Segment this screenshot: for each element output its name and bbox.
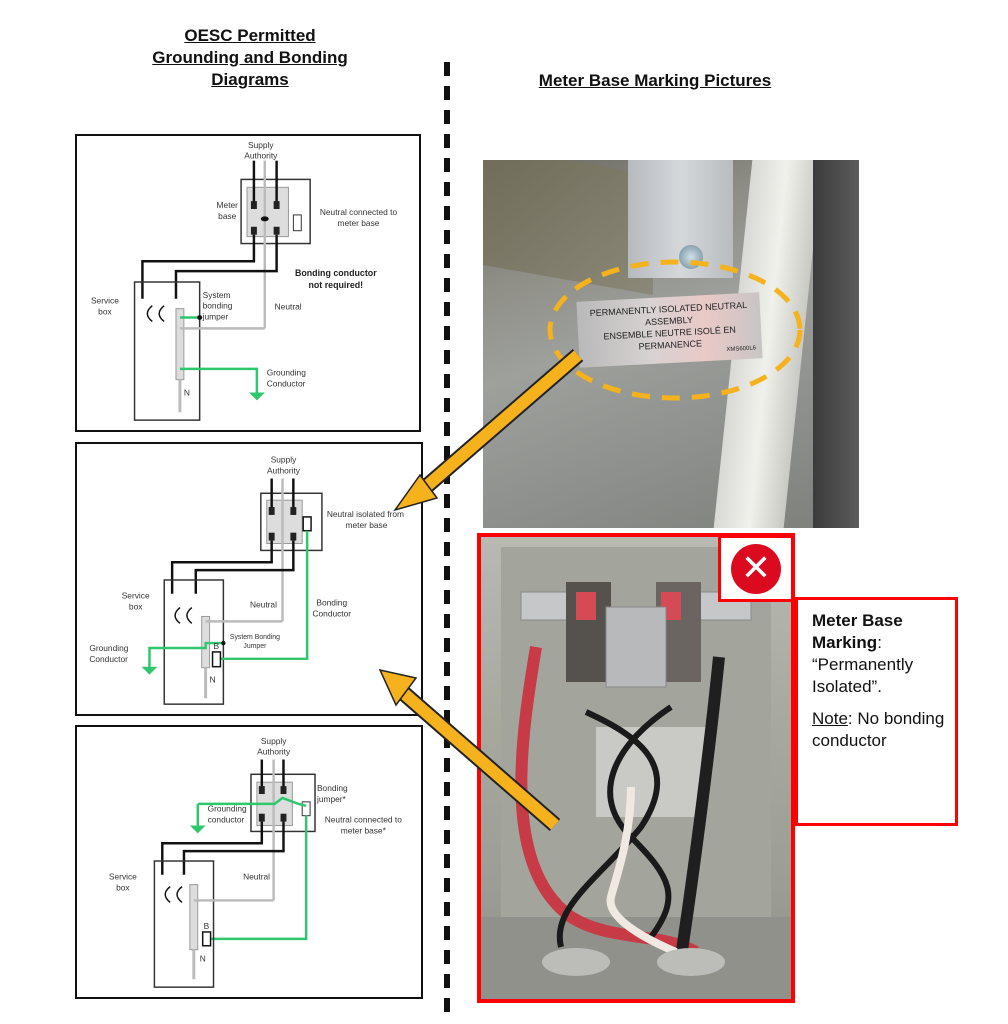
diagram-2-drawing: Supply Authority Neutral isolated from m… [89, 455, 404, 705]
callout-title-bold: Meter Base Marking [812, 611, 903, 652]
n-label: N [210, 674, 216, 684]
left-title-line-1: OESC Permitted [184, 26, 316, 45]
neutral-label: Neutral [275, 302, 302, 312]
meter-label: Meter [217, 200, 239, 210]
b-label: B [214, 641, 220, 651]
base-label: base [218, 211, 237, 221]
black-conductor [675, 656, 725, 958]
callout-title-suffix: : [877, 633, 882, 652]
authority-label: Authority [244, 151, 278, 161]
supply-label: Supply [248, 140, 274, 150]
callout-note-text: : No bonding conductor [812, 709, 945, 750]
diagram-3-drawing: Supply Authority Bonding jumper* Groundi… [109, 736, 402, 988]
grounding-label-1: Grounding [267, 368, 306, 378]
neutral-connected-label: Neutral connected to [325, 815, 402, 825]
callout-quote: “Permanently Isolated”. [812, 655, 914, 696]
left-title-line-3: Diagrams [211, 70, 289, 89]
bonding-jumper-label-1: Bonding [317, 783, 348, 793]
meter-base-label: meter base [346, 520, 388, 530]
ground-symbol-icon [189, 825, 206, 834]
callout-title: Meter Base Marking: [812, 610, 945, 654]
plate-code: XMS600L6 [726, 345, 757, 354]
grounding-label-2: Conductor [89, 654, 128, 664]
diagram-bonding-jumper: Supply Authority Bonding jumper* Groundi… [75, 725, 423, 999]
callout-note: Note: No bonding conductor [812, 708, 945, 752]
sbj-label-1: System Bonding [230, 634, 280, 641]
meter-base-label: meter base* [341, 825, 387, 835]
service-label: Service [109, 872, 137, 882]
b-label: B [204, 921, 210, 931]
x-circle-icon: ✕ [731, 544, 781, 594]
bonding-jumper-label-2: jumper* [316, 794, 347, 804]
photo-dark-edge [813, 160, 859, 528]
grounding-conductor [179, 367, 259, 395]
column-divider [444, 62, 450, 1022]
callout-note-label: Note [812, 709, 848, 728]
wiring-photo-drawing [481, 547, 791, 999]
bonding-jumper [197, 796, 307, 808]
supply-label: Supply [271, 455, 297, 465]
box-label: box [129, 602, 143, 612]
n-label: N [200, 954, 206, 964]
screw-icon [679, 245, 703, 269]
bonding-note-line2: not required! [308, 280, 363, 290]
ground-symbol-icon [248, 392, 265, 401]
meter-base-label-photo: PERMANENTLY ISOLATED NEUTRAL ASSEMBLY EN… [483, 160, 859, 528]
grounding-label-1: Grounding [208, 804, 247, 814]
meter-base-wiring-photo [477, 533, 795, 1003]
neutral-label: Neutral [250, 600, 277, 610]
diagram-neutral-isolated: Supply Authority Neutral isolated from m… [75, 442, 423, 716]
sbj-label-2: Jumper [243, 643, 267, 650]
diagram-neutral-connected: Supply Authority Meter base Neutral conn… [75, 134, 421, 432]
neutral-isolated-label: Neutral isolated from [327, 509, 404, 519]
bonding-conductor-label-1: Bonding [316, 598, 347, 608]
service-label: Service [122, 591, 150, 601]
white-conductor [606, 786, 678, 956]
ground-symbol-icon [141, 666, 158, 675]
authority-label: Authority [257, 747, 291, 757]
right-column-title: Meter Base Marking Pictures [538, 71, 772, 90]
authority-label: Authority [267, 466, 301, 476]
bonding-conductor [217, 530, 309, 661]
neutral-connected-label: Neutral connected to [320, 207, 398, 217]
left-column-title: OESC Permitted Grounding and Bonding Dia… [120, 25, 380, 91]
meter-base-label: meter base [338, 218, 380, 228]
grounding-label-2: conductor [208, 815, 245, 825]
service-label: Service [91, 296, 119, 306]
left-title-line-2: Grounding and Bonding [152, 48, 348, 67]
box-label: box [98, 307, 112, 317]
sbj-label-1: System [203, 290, 231, 300]
grounding-label-1: Grounding [89, 643, 128, 653]
isolated-neutral-plate: PERMANENTLY ISOLATED NEUTRAL ASSEMBLY EN… [576, 292, 763, 368]
service-box [133, 281, 201, 421]
sbj-label-2: bonding [203, 301, 233, 311]
not-permitted-badge: ✕ [718, 535, 794, 602]
diagram-1-drawing: Supply Authority Meter base Neutral conn… [91, 140, 398, 421]
neutral-label: Neutral [243, 872, 270, 882]
supply-label: Supply [261, 736, 287, 746]
bonding-note-line1: Bonding conductor [295, 268, 377, 278]
bonding-conductor-label-2: Conductor [312, 608, 351, 618]
meter-base-marking-callout: Meter Base Marking: “Permanently Isolate… [795, 597, 958, 826]
box-label: box [116, 883, 130, 893]
grounding-label-2: Conductor [267, 379, 306, 389]
sbj-label-3: jumper [202, 312, 229, 322]
n-label: N [184, 387, 190, 397]
